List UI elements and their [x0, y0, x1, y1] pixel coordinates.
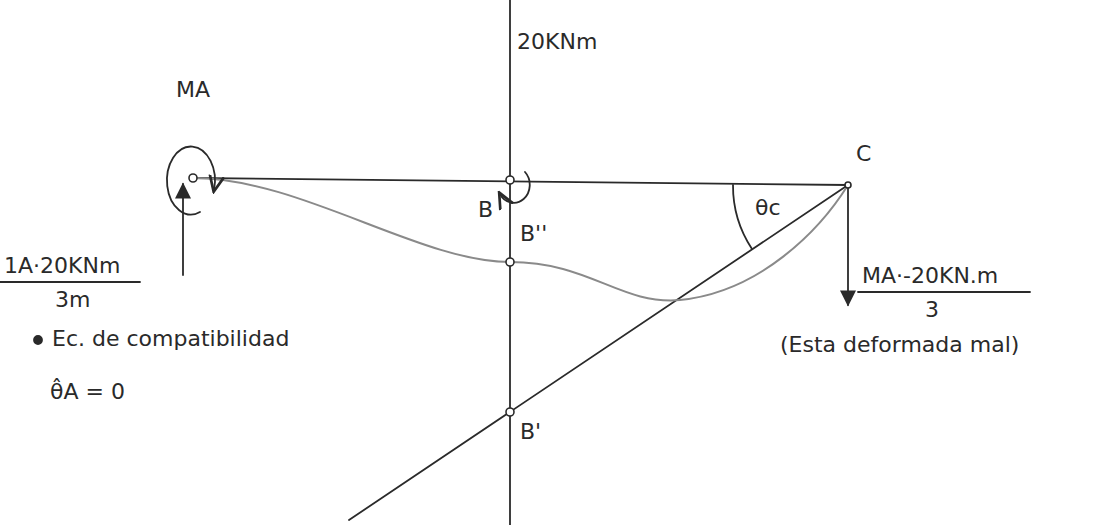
reaction-arrow: [847, 188, 849, 305]
point-label: B: [478, 198, 493, 222]
deflected-shape: [193, 178, 848, 300]
reaction-formula: MA·-20KN.m: [862, 264, 998, 288]
moment-arrow: [167, 147, 215, 215]
joint-circle: [845, 182, 851, 188]
point-label: C: [856, 142, 871, 166]
reaction-formula: 3: [925, 298, 939, 322]
joint-circle: [189, 174, 197, 182]
bullet-dot: [34, 336, 42, 344]
equation-text: θ̂A = 0: [50, 380, 125, 404]
joint-circle: [506, 176, 514, 184]
point-label: B'': [520, 222, 547, 246]
fraction-bar: [858, 291, 1030, 293]
point-label: B': [520, 420, 541, 444]
fraction-bar: [0, 281, 140, 283]
reaction-arrow: [182, 184, 184, 275]
joint-circle: [506, 258, 514, 266]
moment-arrow: [500, 172, 530, 203]
reaction-formula: 3m: [55, 288, 90, 312]
joint-circle: [506, 408, 514, 416]
note-text: (Esta deformada mal): [780, 333, 1019, 357]
beam-line: [193, 178, 848, 185]
tangent-line: [349, 185, 848, 520]
moment-label: MA: [176, 78, 210, 102]
moment-label: 20KNm: [517, 30, 597, 54]
note-text: Ec. de compatibilidad: [52, 327, 289, 351]
angle-arc: [733, 185, 752, 249]
angle-label: θc: [755, 196, 781, 220]
reaction-formula: 1A·20KNm: [4, 254, 120, 278]
